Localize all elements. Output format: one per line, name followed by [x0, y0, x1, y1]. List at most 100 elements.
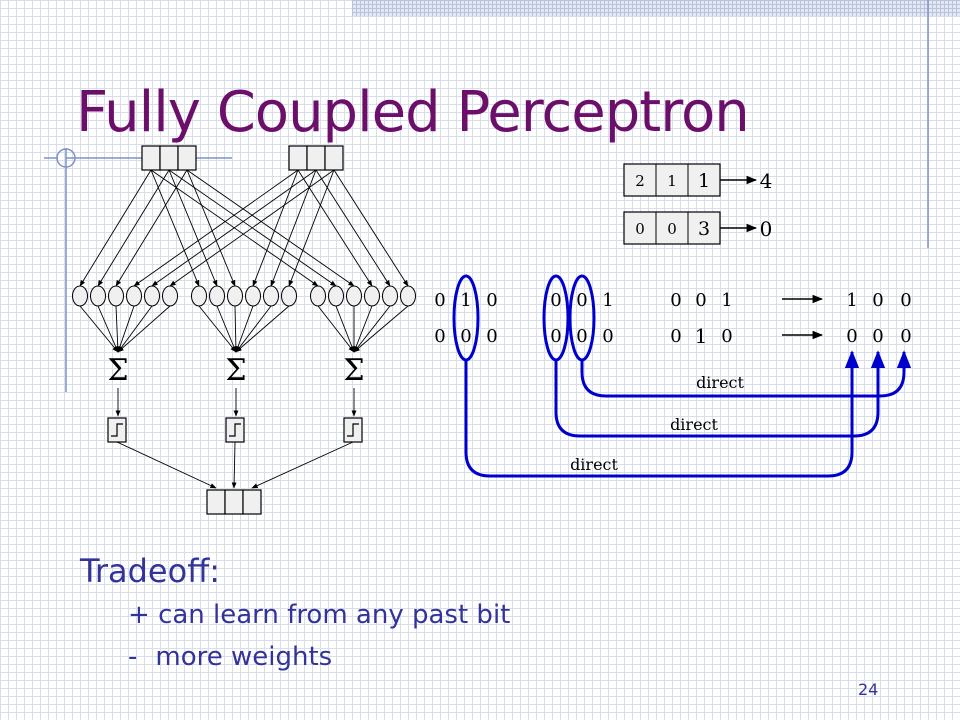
example-output: 4 [760, 169, 773, 193]
weight-node [310, 285, 326, 307]
connection-line [216, 305, 237, 353]
history-register-right [288, 145, 344, 171]
weight-node [162, 285, 178, 307]
output-register [206, 489, 262, 515]
step-icon [229, 423, 241, 437]
bullet-pro: + can learn from any past bit [128, 600, 510, 630]
weight-node [209, 285, 225, 307]
weight-node [281, 285, 297, 307]
bit: 0 [670, 326, 681, 347]
connection-line [150, 169, 319, 287]
connection-line [117, 305, 153, 353]
connection-line [235, 305, 290, 353]
connection-line [198, 305, 237, 353]
bit: 0 [602, 326, 613, 347]
connection-line [168, 169, 218, 287]
sum-nodes: Σ Σ Σ [107, 353, 364, 388]
bit: 1 [721, 290, 732, 311]
example-output: 0 [760, 217, 773, 241]
connection-line [333, 169, 409, 287]
direct-label-2: direct [670, 415, 718, 434]
connection-line [231, 441, 237, 489]
connection-line [133, 169, 299, 287]
connection-line [186, 169, 355, 287]
selection-oval [542, 274, 570, 362]
bit: 1 [695, 324, 708, 348]
example-cell: 0 [635, 220, 645, 238]
weight-node [364, 285, 380, 307]
sum-symbol-1: Σ [107, 353, 128, 388]
selection-oval [568, 274, 596, 362]
connection-line [288, 169, 335, 287]
bit: 0 [486, 326, 497, 347]
connection-line [353, 305, 391, 353]
example-cell: 1 [698, 170, 710, 192]
bit: 0 [486, 290, 497, 311]
direct-label-1: direct [696, 373, 744, 392]
slide-title: Fully Coupled Perceptron [76, 80, 750, 145]
direct-links [452, 274, 912, 478]
bit: 0 [695, 290, 706, 311]
connection-line [335, 305, 355, 353]
bit: 1 [846, 290, 857, 311]
connection-line [186, 169, 236, 287]
decorative-top-band [352, 0, 960, 16]
connection-line [116, 441, 217, 489]
connection-line [353, 305, 373, 353]
weight-node [328, 285, 344, 307]
bit: 0 [721, 326, 732, 347]
history-register-left [141, 145, 197, 171]
page-number: 24 [858, 680, 879, 699]
connection-line [115, 169, 188, 287]
connection-line [168, 169, 337, 287]
example-row-1: 2 1 1 4 [623, 163, 773, 197]
weight-node [126, 285, 142, 307]
connection-line [233, 305, 239, 353]
bit: 0 [900, 326, 911, 347]
bullet-con: -more weights [128, 642, 332, 672]
connection-line [270, 169, 317, 287]
direct-link-3 [464, 350, 860, 478]
example-row-2: 0 0 3 0 [623, 211, 773, 245]
connection-line [317, 305, 355, 353]
weight-nodes [72, 285, 416, 307]
bit-row-1: 0 1 0 0 0 1 0 0 1 1 0 0 [434, 290, 911, 311]
bit: 0 [872, 290, 883, 311]
bit: 1 [602, 290, 613, 311]
bullet-text: can learn from any past bit [158, 600, 511, 630]
direct-label-3: direct [570, 455, 618, 474]
connection-line [79, 305, 119, 353]
direct-labels: direct direct direct [570, 373, 744, 474]
weight-node [245, 285, 261, 307]
connection-line [115, 305, 121, 353]
connection-line [252, 169, 299, 287]
connection-line [297, 169, 373, 287]
tradeoff-heading: Tradeoff: [80, 552, 221, 590]
bit: 0 [670, 290, 681, 311]
example-cell: 2 [635, 172, 645, 190]
bit: 0 [900, 290, 911, 311]
weight-node [263, 285, 279, 307]
connection-line [315, 169, 391, 287]
bit: 0 [576, 290, 587, 311]
direct-link-1 [580, 350, 912, 398]
example-cell: 1 [667, 172, 677, 190]
weight-node [144, 285, 160, 307]
bit-row-2: 0 0 0 0 0 0 0 1 0 0 0 0 [434, 324, 911, 348]
step-icon [347, 423, 359, 437]
sum-symbol-2: Σ [225, 353, 246, 388]
connection-line [150, 169, 200, 287]
weight-node [227, 285, 243, 307]
example-cell: 0 [667, 220, 677, 238]
weight-node [400, 285, 416, 307]
bit: 0 [460, 326, 471, 347]
weight-node [90, 285, 106, 307]
connection-line [117, 305, 135, 353]
weight-node [72, 285, 88, 307]
connection-line [97, 305, 119, 353]
bullet-text: more weights [155, 642, 333, 672]
example-cell: 3 [698, 218, 710, 240]
weight-node [191, 285, 207, 307]
bullet-marker: + [128, 600, 150, 630]
